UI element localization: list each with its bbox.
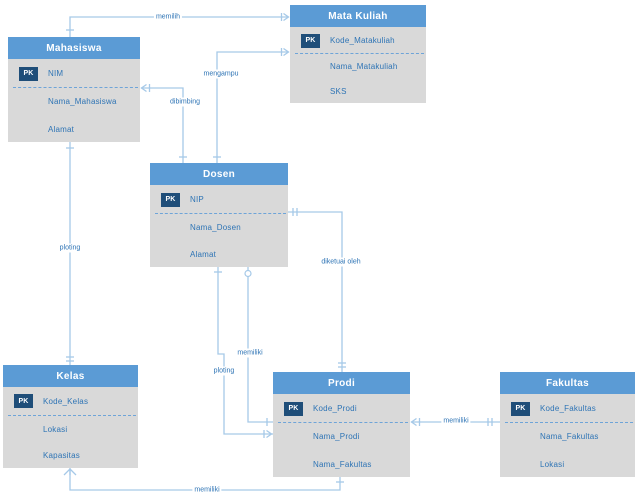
attribute-row: Kapasitas [3,442,138,469]
attribute-row: Alamat [150,241,288,268]
relationship-label-memiliki-kelas-prodi[interactable]: memiliki [192,485,222,495]
entity-body: PK NIM Nama_Mahasiswa Alamat [8,59,140,146]
entity-mahasiswa[interactable]: Mahasiswa PK NIM Nama_Mahasiswa Alamat [8,37,140,142]
entity-title: Dosen [150,163,288,185]
entity-title: Fakultas [500,372,635,394]
relationship-label-mengampu-dosen-mata-kuliah[interactable]: mengampu [201,69,241,79]
pk-divider [8,414,136,416]
entity-kelas[interactable]: Kelas PK Kode_Kelas Lokasi Kapasitas [3,365,138,468]
attribute: Nama_Matakuliah [330,62,398,71]
relationship-label-memilih-mahasiswa-mata-kuliah[interactable]: memilih [153,12,183,22]
pk-badge: PK [284,401,303,416]
relationship-label-ploting-dosen-prodi[interactable]: ploting [211,366,237,376]
entity-mata-kuliah[interactable]: Mata Kuliah PK Kode_Matakuliah Nama_Mata… [290,5,426,103]
pk-divider [155,213,286,214]
entity-body: PK Kode_Kelas Lokasi Kapasitas [3,387,138,472]
relationship-label-diketuai-oleh-prodi-dosen[interactable]: diketuai oleh [319,257,363,267]
attribute: Lokasi [540,459,565,469]
pk-attribute: NIP [190,195,204,204]
pk-badge: PK [19,66,38,81]
attribute-row: Nama_Dosen [150,214,288,241]
attribute: Lokasi [43,424,68,434]
entity-body: PK Kode_Prodi Nama_Prodi Nama_Fakultas [273,394,410,481]
pk-badge: PK [301,33,320,48]
pk-divider [278,422,408,424]
entity-title: Kelas [3,365,138,387]
relationship-label-memiliki-dosen-prodi[interactable]: memiliki [235,348,265,358]
attribute-row: Nama_Fakultas [273,451,410,478]
relationship-line-ploting-dosen-prodi[interactable] [214,267,273,439]
entity-title: Mata Kuliah [290,5,426,27]
pk-attribute: Kode_Prodi [313,404,357,414]
attribute: Alamat [190,250,217,259]
pk-row: PK NIM [8,60,140,87]
pk-badge: PK [161,192,180,207]
pk-badge: PK [14,394,33,409]
attribute-row: Lokasi [3,416,138,443]
attribute-row: Nama_Prodi [273,423,410,450]
attribute-row: Nama_Mahasiswa [8,88,140,115]
relationship-line-mengampu[interactable] [213,47,290,163]
attribute: Nama_Fakultas [313,459,372,469]
attribute-row: Alamat [8,116,140,143]
pk-row: PK Kode_Kelas [3,388,138,415]
relationship-line-dibimbing[interactable] [140,83,187,163]
attribute-row: Lokasi [500,451,635,478]
attribute-row: Nama_Fakultas [500,423,635,450]
pk-divider [295,53,424,54]
entity-body: PK NIP Nama_Dosen Alamat [150,185,288,271]
entity-body: PK Kode_Fakultas Nama_Fakultas Lokasi [500,394,635,481]
pk-attribute: Kode_Fakultas [540,404,596,414]
attribute: Nama_Dosen [190,223,241,232]
relationship-line-diketuai-oleh[interactable] [288,208,346,372]
relationship-line-memilih[interactable] [66,12,290,37]
pk-divider [505,422,633,424]
attribute-row: Nama_Matakuliah [290,54,426,79]
pk-attribute: Kode_Kelas [43,396,89,406]
pk-attribute: Kode_Matakuliah [330,36,395,45]
attribute: Nama_Prodi [313,432,360,442]
entity-title: Mahasiswa [8,37,140,59]
pk-divider [13,87,138,89]
entity-title: Prodi [273,372,410,394]
entity-dosen[interactable]: Dosen PK NIP Nama_Dosen Alamat [150,163,288,267]
entity-fakultas[interactable]: Fakultas PK Kode_Fakultas Nama_Fakultas … [500,372,635,477]
relationship-label-ploting-mahasiswa-kelas[interactable]: ploting [57,243,83,253]
pk-attribute: NIM [48,69,64,79]
attribute: Nama_Fakultas [540,432,599,442]
relationship-label-dibimbing-mahasiswa-dosen[interactable]: dibimbing [168,97,202,107]
pk-row: PK NIP [150,186,288,213]
pk-row: PK Kode_Fakultas [500,395,635,422]
entity-prodi[interactable]: Prodi PK Kode_Prodi Nama_Prodi Nama_Faku… [273,372,410,477]
relationship-line-memiliki-dosen-prodi[interactable] [244,267,273,426]
pk-row: PK Kode_Matakuliah [290,28,426,53]
attribute: SKS [330,87,347,96]
attribute-row: SKS [290,79,426,104]
relationship-line-ploting-mahasiswa-kelas[interactable] [66,142,74,365]
relationship-label-memiliki-prodi-fakultas[interactable]: memiliki [441,416,471,426]
attribute: Alamat [48,124,75,134]
pk-badge: PK [511,401,530,416]
attribute: Kapasitas [43,451,80,461]
entity-body: PK Kode_Matakuliah Nama_Matakuliah SKS [290,27,426,107]
pk-row: PK Kode_Prodi [273,395,410,422]
attribute: Nama_Mahasiswa [48,97,117,107]
